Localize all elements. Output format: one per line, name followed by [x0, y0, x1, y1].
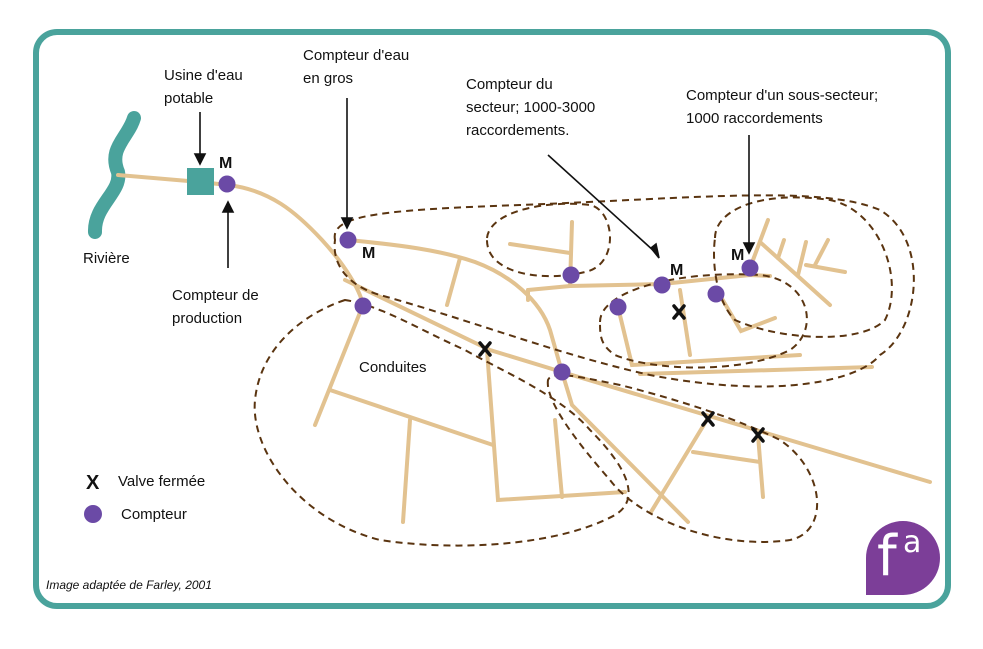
m-label-bulk: M	[362, 245, 376, 262]
image-credit: Image adaptée de Farley, 2001	[46, 578, 212, 592]
zone-right	[546, 374, 819, 543]
m-label-subsector: M	[731, 247, 745, 264]
closed-valves	[478, 304, 765, 443]
arrows	[193, 98, 756, 268]
label-bulk-meter: Compteur d'eau en gros	[303, 47, 410, 87]
meter-sector-upper	[562, 266, 580, 284]
valve-4	[751, 427, 765, 443]
label-sector-meter: Compteur du secteur; 1000-3000 raccordem…	[466, 76, 596, 139]
diagram-frame	[33, 29, 951, 609]
meter-sector	[653, 276, 671, 294]
pipe-sector-branch-6	[638, 365, 874, 376]
pipe-sector-branch-2	[508, 242, 572, 255]
label-pipes: Conduites	[359, 359, 427, 376]
valve-3	[701, 411, 715, 427]
brand-logo: f a	[866, 521, 940, 595]
pipe-branch-8	[649, 416, 710, 514]
meter-diagonal	[553, 363, 571, 381]
meter-sector-left	[609, 298, 627, 316]
logo-letter: f	[877, 524, 897, 589]
valve-1	[478, 341, 492, 357]
label-subsector-meter: Compteur d'un sous-secteur; 1000 raccord…	[686, 87, 879, 127]
legend-valve-icon: X	[86, 472, 100, 494]
logo-superscript: a	[903, 525, 922, 560]
meter-subsector	[741, 259, 759, 277]
meter-production	[218, 175, 236, 193]
pipe-sector-branch-5	[678, 288, 692, 357]
river	[88, 111, 141, 239]
pipe-diagonal	[343, 278, 932, 484]
pipe-subsector-5	[813, 238, 830, 267]
label-water-plant: Usine d'eau potable	[164, 67, 243, 107]
pipe-upper	[346, 238, 564, 374]
pipe-subsector-4	[796, 240, 808, 277]
pipe-branch-5	[485, 348, 627, 503]
pipe-branch-10	[756, 433, 765, 499]
zone-outer-large	[333, 194, 915, 388]
pipe-subsector-1	[748, 218, 770, 270]
label-river: Rivière	[83, 250, 130, 267]
label-production-meter: Compteur de production	[172, 287, 259, 327]
pipes	[116, 173, 932, 524]
meter-bulk	[339, 231, 357, 249]
pipe-sector-branch-4	[616, 305, 802, 368]
pipe-subsector-6	[804, 263, 847, 274]
pipe-subsector-3	[776, 238, 786, 260]
zone-boundaries	[253, 194, 915, 547]
water-plant-square	[187, 168, 214, 195]
legend-valve-label: Valve fermée	[118, 473, 206, 490]
pipe-branch-7	[560, 370, 690, 524]
pipe-branch-3	[328, 388, 495, 447]
pipe-branch-4	[401, 418, 412, 524]
m-label-production: M	[219, 155, 233, 172]
pipe-branch-6	[553, 418, 564, 499]
pipe-branch-1	[445, 256, 462, 307]
pipe-sector-branch-7	[716, 290, 777, 334]
legend-meter-icon	[84, 505, 102, 523]
pipe-branch-9	[691, 450, 762, 464]
zone-subsector	[713, 196, 893, 338]
meter-sector-right	[707, 285, 725, 303]
zone-left	[253, 298, 630, 547]
valve-2	[672, 304, 686, 320]
meters	[84, 175, 759, 523]
pipe-subsector-2	[758, 240, 832, 307]
zone-sector-upper	[485, 202, 611, 278]
pipe-branch-2	[313, 303, 365, 427]
legend-meter-label: Compteur	[121, 506, 187, 523]
m-label-sector: M	[670, 262, 684, 279]
meter-left	[354, 297, 372, 315]
